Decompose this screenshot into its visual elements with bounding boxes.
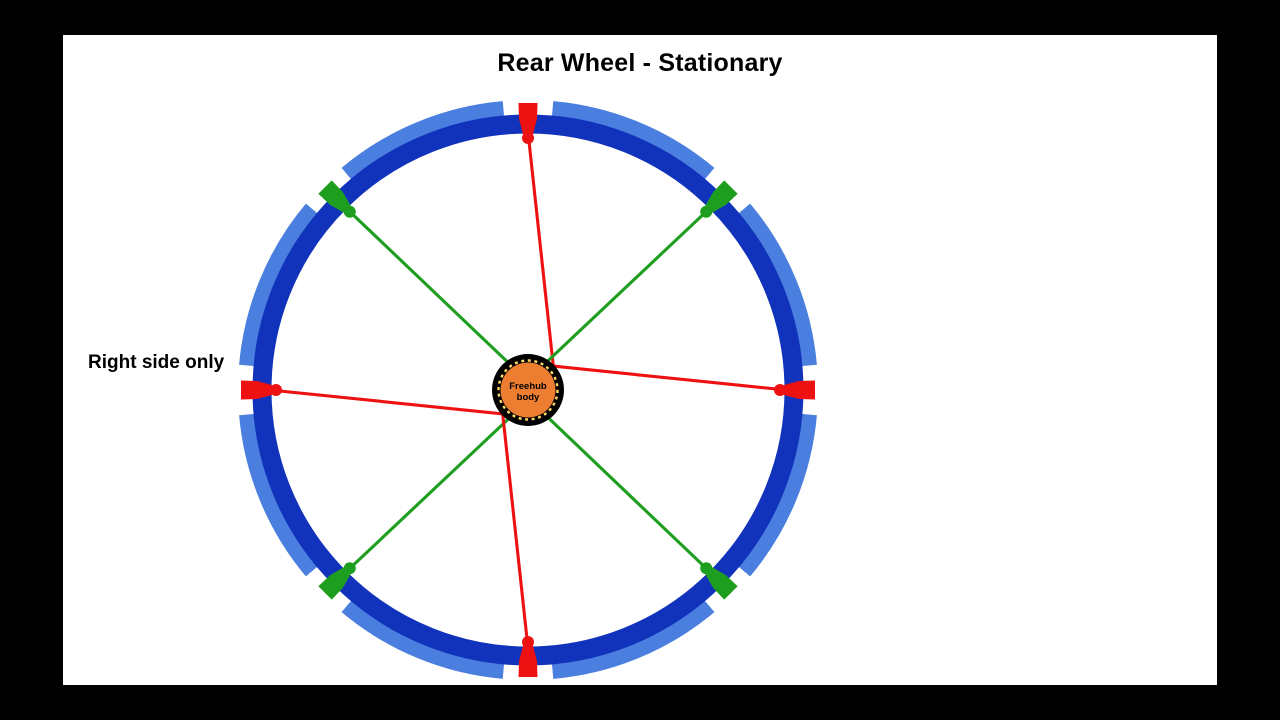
spoke-1 <box>526 131 557 384</box>
freehub-body: Freehub body <box>492 354 564 426</box>
spoke-nipple-6 <box>702 564 738 600</box>
rim-outer-segment <box>551 599 715 679</box>
rim-outer-segment <box>341 101 505 181</box>
hub-label-line2: body <box>517 392 540 403</box>
nipple-flare-3 <box>270 384 282 396</box>
spoke-3 <box>269 388 535 419</box>
rim-outer-segment <box>341 599 505 679</box>
spoke-nipple-1 <box>518 103 538 140</box>
nipple-flare-7 <box>774 384 786 396</box>
hub-body-fill <box>500 362 556 418</box>
rim-outer-segment <box>737 413 817 577</box>
nipple-group <box>241 103 815 677</box>
nipple-flare-4 <box>343 562 356 575</box>
rear-wheel-diagram: Freehub body <box>239 101 817 679</box>
spoke-nipple-2 <box>318 180 354 216</box>
spoke-nipple-4 <box>318 564 354 600</box>
spoke-4 <box>344 412 515 574</box>
spoke-8 <box>541 206 712 368</box>
spoke-nipple-7 <box>778 380 815 400</box>
nipple-flare-8 <box>700 205 713 218</box>
spoke-5 <box>499 396 530 649</box>
nipple-flare-1 <box>522 132 534 144</box>
nipple-flare-6 <box>700 562 713 575</box>
rim-outer-segment <box>551 101 715 181</box>
right-side-only-label: Right side only <box>88 352 225 373</box>
nipple-flare-5 <box>522 636 534 648</box>
rim-outer-segment <box>239 413 319 577</box>
spoke-nipple-5 <box>518 640 538 677</box>
hub-label-line1: Freehub <box>509 381 547 392</box>
rim-outer-segment <box>239 203 319 367</box>
spoke-7 <box>521 361 787 392</box>
nipple-flare-2 <box>343 205 356 218</box>
hub-dashed-ring <box>497 359 559 421</box>
slide-canvas: Rear Wheel - Stationary Right side only … <box>63 35 1217 685</box>
spoke-nipple-8 <box>702 180 738 216</box>
spoke-nipple-3 <box>241 380 278 400</box>
rim-outer-segment <box>737 203 817 367</box>
page-title: Rear Wheel - Stationary <box>497 49 783 77</box>
